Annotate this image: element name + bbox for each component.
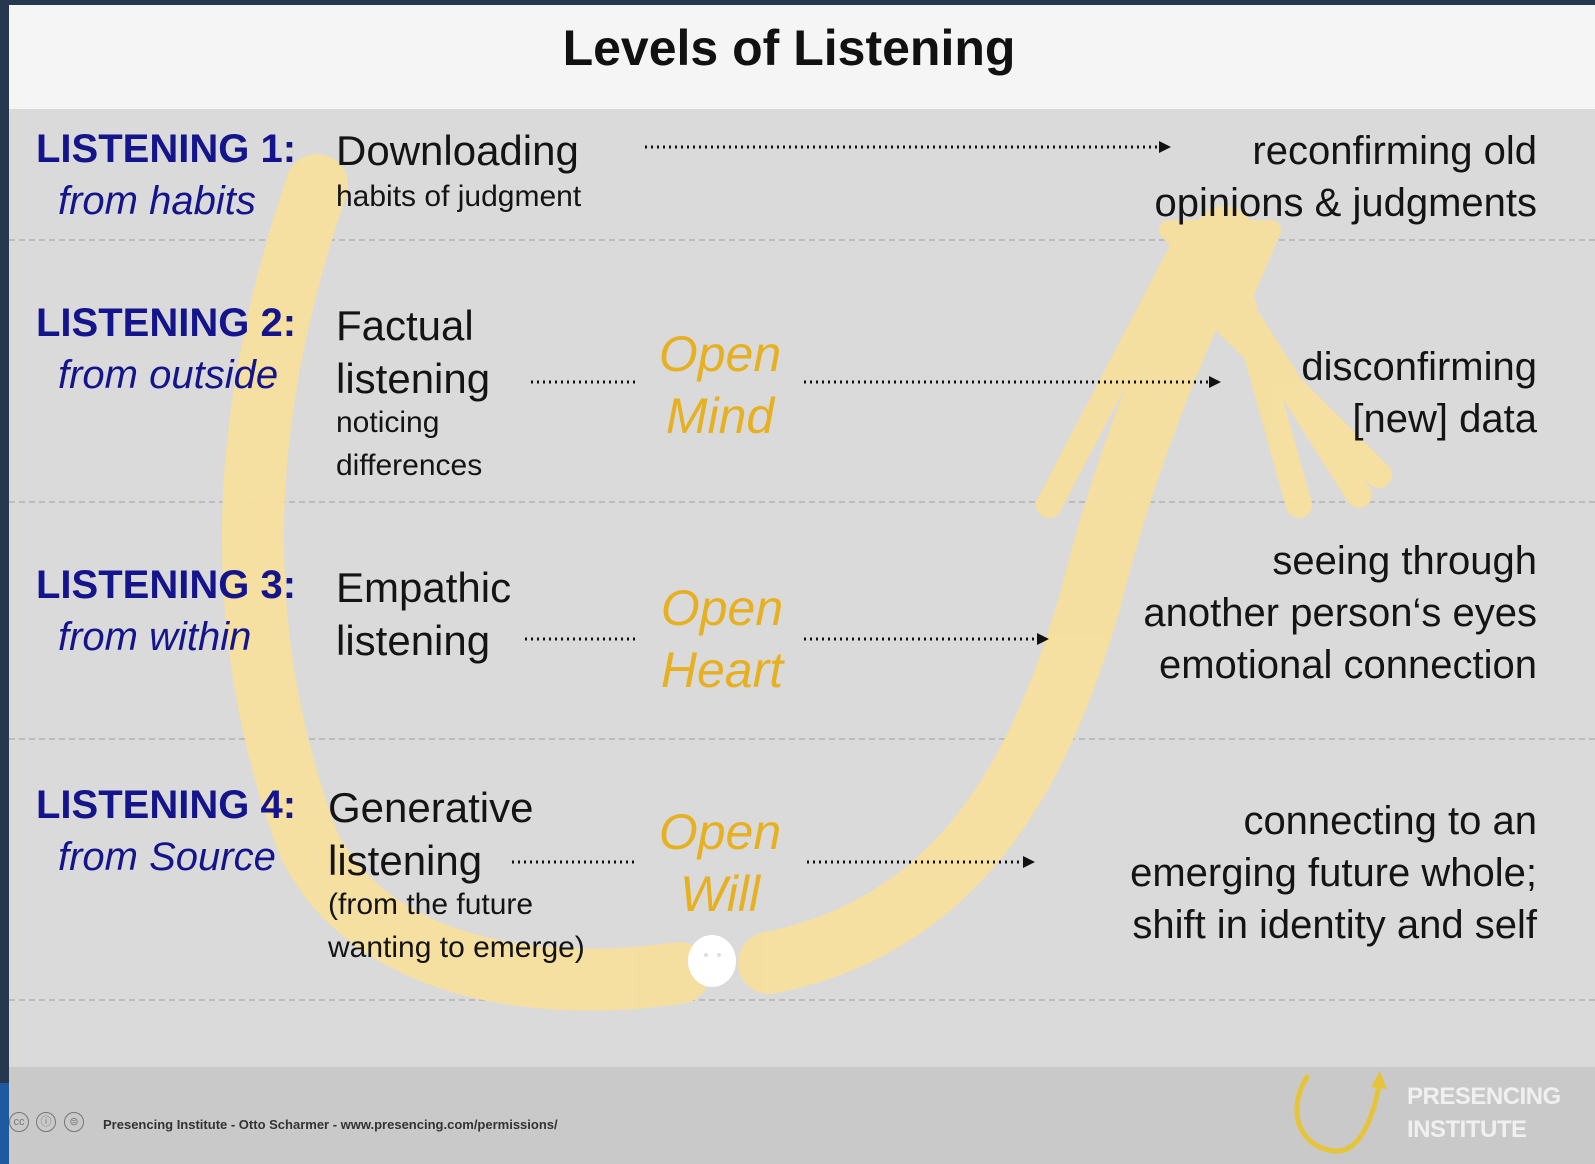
level-2-sub: noticing differences (336, 406, 483, 482)
level-1-source: from habits (58, 179, 256, 223)
level-4-result: connecting to an emerging future whole; … (1130, 799, 1537, 947)
level-3-source: from within (58, 615, 252, 659)
divider (9, 239, 1595, 241)
corner-tab (0, 1083, 9, 1164)
level-3-result: seeing through another person‘s eyes emo… (1143, 539, 1537, 687)
level-1-sub: habits of judgment (336, 180, 582, 213)
slide: Levels of Listening (9, 5, 1595, 1164)
level-4-sub: (from the future wanting to emerge) (328, 888, 585, 964)
level-2-label: LISTENING 2: (36, 301, 297, 345)
attribution-icon: ⓘ (36, 1112, 56, 1132)
level-3-mode: Empathic listening (336, 564, 512, 664)
level-2-source: from outside (58, 353, 279, 397)
presencing-logo-icon (1294, 1071, 1387, 1154)
level-4-mode: Generative listening (328, 784, 534, 884)
divider (9, 999, 1595, 1001)
footer-credit: Presencing Institute - Otto Scharmer - w… (103, 1117, 558, 1132)
divider (9, 501, 1595, 503)
open-mind-label: Open Mind (658, 326, 782, 444)
level-4-label: LISTENING 4: (36, 783, 297, 827)
level-1-label: LISTENING 1: (36, 127, 297, 171)
level-2-mode: Factual listening (336, 302, 491, 402)
title-bar: Levels of Listening (9, 5, 1595, 109)
level-2-result: disconfirming [new] data (1301, 345, 1537, 441)
page-title: Levels of Listening (562, 20, 1016, 76)
share-alike-icon: ⊜ (64, 1112, 84, 1132)
cc-license-icon: cc (9, 1112, 29, 1132)
dot-face-icon (688, 935, 736, 987)
level-1-result: reconfirming old opinions & judgments (1154, 129, 1537, 225)
open-heart-label: Open Heart (660, 580, 784, 698)
level-1-mode: Downloading (336, 127, 579, 174)
open-will-label: Open Will (658, 804, 782, 922)
u-arrow-icon (221, 141, 1392, 1011)
divider (9, 738, 1595, 740)
level-4-source: from Source (58, 835, 276, 879)
brand-name: PRESENCING INSTITUTE (1407, 1083, 1561, 1143)
level-3-label: LISTENING 3: (36, 563, 297, 607)
footer-bar (9, 1067, 1595, 1164)
